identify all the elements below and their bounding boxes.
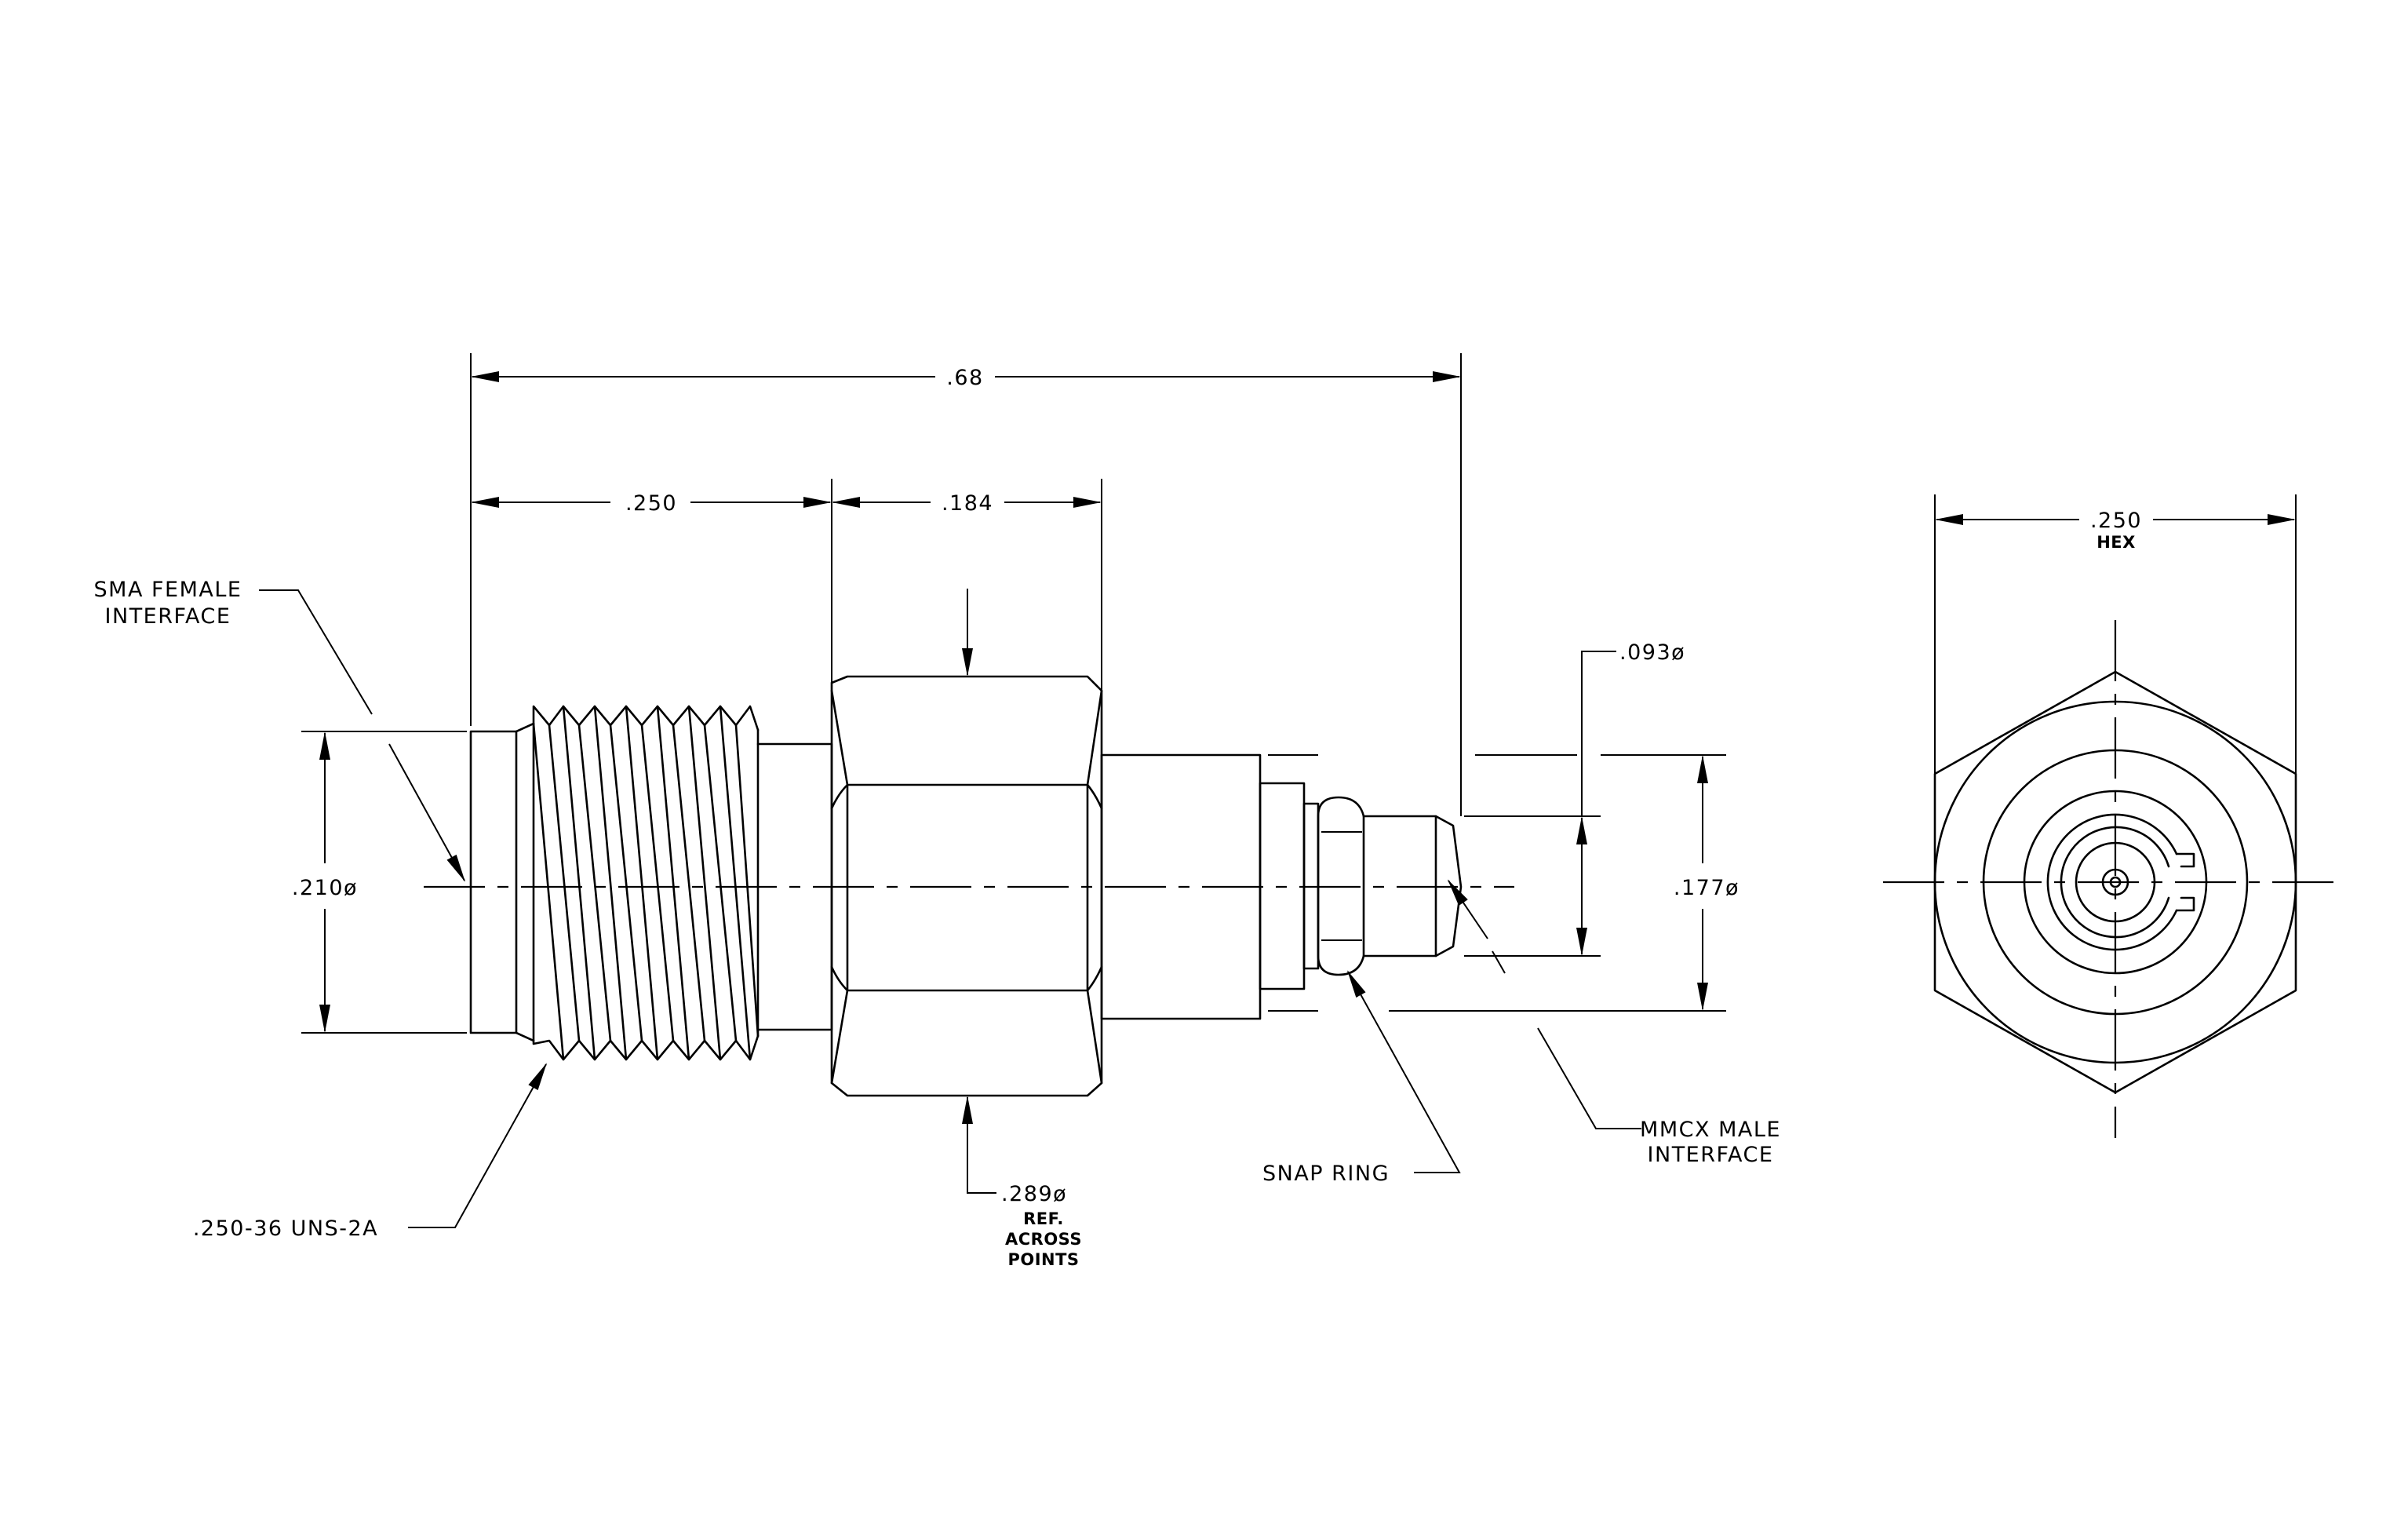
side-view [424, 675, 1514, 1097]
dimensions: .68 .250 .184 .210ø .177ø .093ø .28 [292, 353, 2297, 1269]
thread-spec-label: .250-36 UNS-2A [193, 1216, 378, 1241]
sma-diameter-label: .210ø [292, 876, 358, 900]
mmcx-interface-label-2: INTERFACE [1648, 1143, 1774, 1167]
overall-length-label: .68 [946, 366, 983, 390]
hex-flats-note: HEX [2097, 533, 2136, 552]
hex-points-note-3: POINTS [1007, 1250, 1079, 1269]
hex-length-label: .184 [942, 491, 993, 516]
hex-points-note-1: REF. [1023, 1209, 1064, 1228]
mmcx-interface-label-1: MMCX MALE [1640, 1118, 1781, 1142]
hex-points-note-2: ACROSS [1005, 1230, 1082, 1249]
callouts: SMA FEMALE INTERFACE .250-36 UNS-2A SNAP… [94, 578, 1781, 1241]
sma-interface-label-2: INTERFACE [105, 604, 231, 629]
snap-ring-label: SNAP RING [1262, 1162, 1390, 1186]
hex-nut [830, 675, 1103, 1097]
end-view [1883, 620, 2346, 1138]
sma-female-body [469, 705, 833, 1061]
sma-length-label: .250 [625, 491, 677, 516]
sma-interface-label-1: SMA FEMALE [94, 578, 242, 602]
hex-points-label: .289ø [1001, 1182, 1067, 1206]
pin-diameter-label: .093ø [1619, 640, 1685, 665]
hex-flats-label: .250 [2090, 509, 2142, 533]
mmcx-diameter-label: .177ø [1674, 876, 1740, 900]
